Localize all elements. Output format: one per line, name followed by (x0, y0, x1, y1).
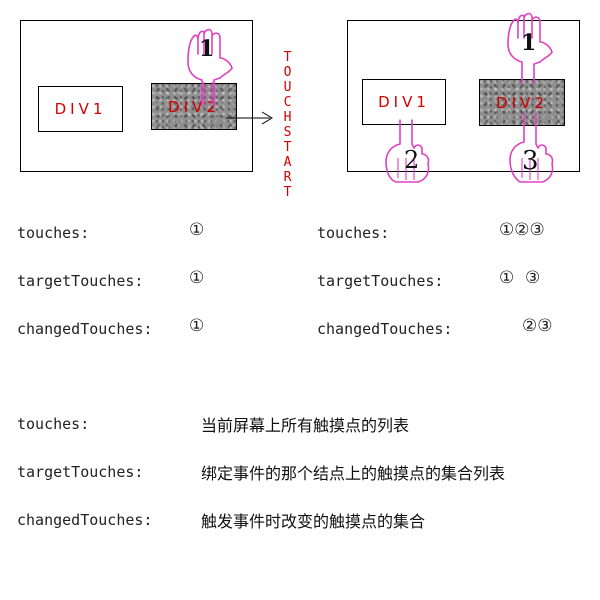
left-touches-value: ① (189, 220, 205, 240)
right-finger-3-number: 3 (522, 146, 539, 176)
left-div1-label: DIV1 (54, 100, 107, 118)
right-finger-2-number: 2 (404, 146, 420, 174)
definition-description: 触发事件时改变的触摸点的集合 (201, 512, 426, 531)
definition-term: targetTouches: (17, 463, 144, 481)
left-changedtouches-label: changedTouches: (17, 320, 153, 338)
definition-description: 当前屏幕上所有触摸点的列表 (201, 416, 410, 435)
right-div1-label: DIV1 (378, 93, 430, 111)
right-changedtouches-label: changedTouches: (317, 320, 453, 338)
right-hand-1-icon (507, 12, 553, 85)
left-div1-box: DIV1 (38, 86, 123, 132)
right-div2-label: DIV2 (496, 93, 548, 112)
left-changedtouches-value: ① (189, 316, 205, 336)
right-targettouches-value: ① ③ (499, 268, 541, 288)
touchstart-event-label: TOUCHSTART (280, 50, 295, 200)
right-hand-3-icon (509, 113, 554, 183)
right-div1-box: DIV1 (362, 79, 446, 125)
left-finger-1-number: 1 (199, 36, 215, 62)
left-targettouches-value: ① (189, 268, 205, 288)
definition-term: touches: (17, 415, 90, 433)
definition-description: 绑定事件的那个结点上的触摸点的集合列表 (201, 464, 506, 483)
right-div2-box: DIV2 (479, 79, 565, 126)
right-targettouches-label: targetTouches: (317, 272, 444, 290)
right-finger-1-number: 1 (521, 30, 537, 56)
right-changedtouches-value: ②③ (522, 316, 553, 336)
arrow-right-icon (226, 111, 273, 125)
left-targettouches-label: targetTouches: (17, 272, 144, 290)
left-touches-label: touches: (17, 224, 90, 242)
right-touches-value: ①②③ (499, 220, 545, 240)
left-hand-1-icon (187, 28, 233, 107)
right-hand-2-icon (385, 119, 430, 183)
right-touches-label: touches: (317, 224, 390, 242)
definition-term: changedTouches: (17, 511, 153, 529)
